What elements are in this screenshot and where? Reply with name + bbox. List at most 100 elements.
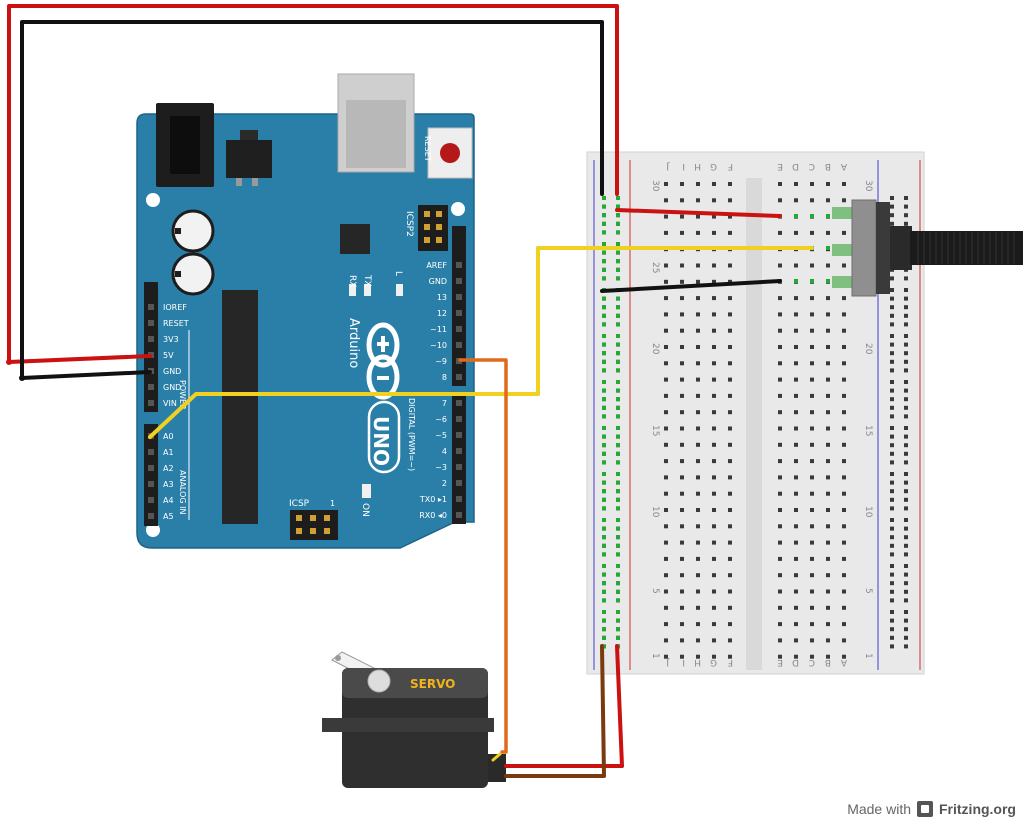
- breadboard-hole: [664, 491, 668, 496]
- breadboard-hole: [810, 589, 814, 594]
- connected-hole: [602, 489, 606, 494]
- breadboard-hole: [810, 361, 814, 366]
- wire-pin9-orange[interactable]: [458, 358, 508, 754]
- breadboard-hole: [696, 491, 700, 496]
- rail-hole: [890, 497, 894, 502]
- l-label: L: [393, 271, 403, 276]
- icsp-header: [290, 510, 338, 540]
- breadboard-hole: [842, 540, 846, 545]
- breadboard-hole: [664, 312, 668, 317]
- rail-hole: [904, 276, 908, 281]
- breadboard-hole: [810, 540, 814, 545]
- breadboard-hole: [842, 589, 846, 594]
- pin-label: ~6: [435, 415, 447, 424]
- connected-hole: [602, 305, 606, 310]
- rail-hole: [890, 305, 894, 310]
- rail-hole: [904, 618, 908, 623]
- fritzing-brand-link[interactable]: Fritzing.org: [939, 801, 1016, 817]
- wire-gnd-black[interactable]: [20, 20, 604, 380]
- breadboard-hole: [826, 556, 830, 561]
- column-letter: B: [825, 161, 831, 171]
- column-letter: F: [728, 657, 733, 667]
- rail-hole: [904, 451, 908, 456]
- connected-hole: [616, 380, 620, 384]
- row-marker: 5: [863, 588, 873, 594]
- header-pin: [456, 496, 462, 502]
- connected-hole: [602, 351, 606, 356]
- breadboard-hole: [826, 198, 830, 203]
- breadboard-hole: [826, 475, 830, 480]
- breadboard-hole: [826, 426, 830, 431]
- rail-hole: [890, 460, 894, 465]
- wire-bb-red[interactable]: [615, 208, 782, 218]
- icsp-pin: [296, 515, 302, 521]
- rail-hole: [904, 405, 908, 410]
- connected-hole: [602, 535, 606, 540]
- breadboard-hole: [696, 508, 700, 512]
- breadboard-hole: [778, 556, 782, 561]
- connected-hole: [616, 472, 620, 476]
- breadboard-hole: [842, 410, 846, 415]
- breadboard-hole: [696, 540, 700, 545]
- connected-hole: [602, 598, 606, 603]
- breadboard-hole: [826, 540, 830, 545]
- breadboard-hole: [778, 426, 782, 431]
- connected-hole: [616, 414, 620, 419]
- rail-hole: [890, 426, 894, 430]
- wire-end: [6, 359, 12, 365]
- breadboard-hole: [680, 279, 684, 284]
- pin-label: 5V: [163, 351, 174, 360]
- breadboard-hole: [842, 524, 846, 529]
- connected-hole: [616, 397, 620, 402]
- wire-bb-black[interactable]: [600, 279, 782, 293]
- wire-servo-red[interactable]: [504, 644, 624, 768]
- wire-servo-signal[interactable]: [491, 752, 502, 762]
- breadboard-hole: [842, 312, 846, 317]
- wire-a0-yellow[interactable]: [148, 246, 814, 439]
- breadboard-hole: [778, 312, 782, 317]
- breadboard-hole: [680, 556, 684, 561]
- column-letter: G: [710, 657, 717, 667]
- breadboard-hole: [728, 263, 732, 268]
- connected-hole: [616, 259, 620, 264]
- usb-connector-inner: [346, 100, 406, 168]
- breadboard-hole: [842, 426, 846, 431]
- voltage-regulator: [226, 140, 272, 178]
- breadboard-hole: [778, 296, 782, 301]
- rail-hole: [890, 618, 894, 623]
- breadboard-hole: [712, 459, 716, 464]
- header-pin: [148, 449, 154, 455]
- pin-label: GND: [429, 277, 447, 286]
- column-letter: J: [666, 161, 670, 171]
- pin-label: 8: [442, 373, 447, 382]
- breadboard-hole: [826, 328, 830, 333]
- breadboard-hole: [826, 345, 830, 349]
- pin-label: 2: [442, 479, 447, 488]
- row-marker: 25: [650, 262, 660, 273]
- reset-button[interactable]: [440, 143, 460, 163]
- breadboard-hole: [696, 524, 700, 529]
- row-marker: 15: [650, 425, 660, 436]
- capacitor: [171, 252, 215, 296]
- rail-hole: [904, 204, 908, 209]
- pin-label: AREF: [426, 261, 447, 270]
- wire-5v-red[interactable]: [7, 4, 619, 364]
- mounting-hole: [451, 523, 465, 537]
- icsp2-pin: [436, 224, 442, 230]
- breadboard-hole: [794, 182, 798, 186]
- rx-label: RX: [347, 275, 357, 287]
- breadboard-hole: [778, 410, 782, 415]
- breadboard-hole: [680, 361, 684, 366]
- breadboard-hole: [664, 410, 668, 415]
- wire-servo-brown[interactable]: [504, 644, 606, 778]
- connected-hole: [602, 267, 606, 272]
- tx-label: TX: [362, 274, 372, 287]
- connected-hole: [602, 368, 606, 373]
- breadboard-hole: [810, 605, 814, 610]
- analog-header: [144, 424, 158, 526]
- connected-hole: [602, 414, 606, 419]
- uno-badge: [367, 400, 401, 474]
- breadboard-hole: [810, 345, 814, 349]
- breadboard-hole: [826, 393, 830, 398]
- breadboard-hole: [664, 605, 668, 610]
